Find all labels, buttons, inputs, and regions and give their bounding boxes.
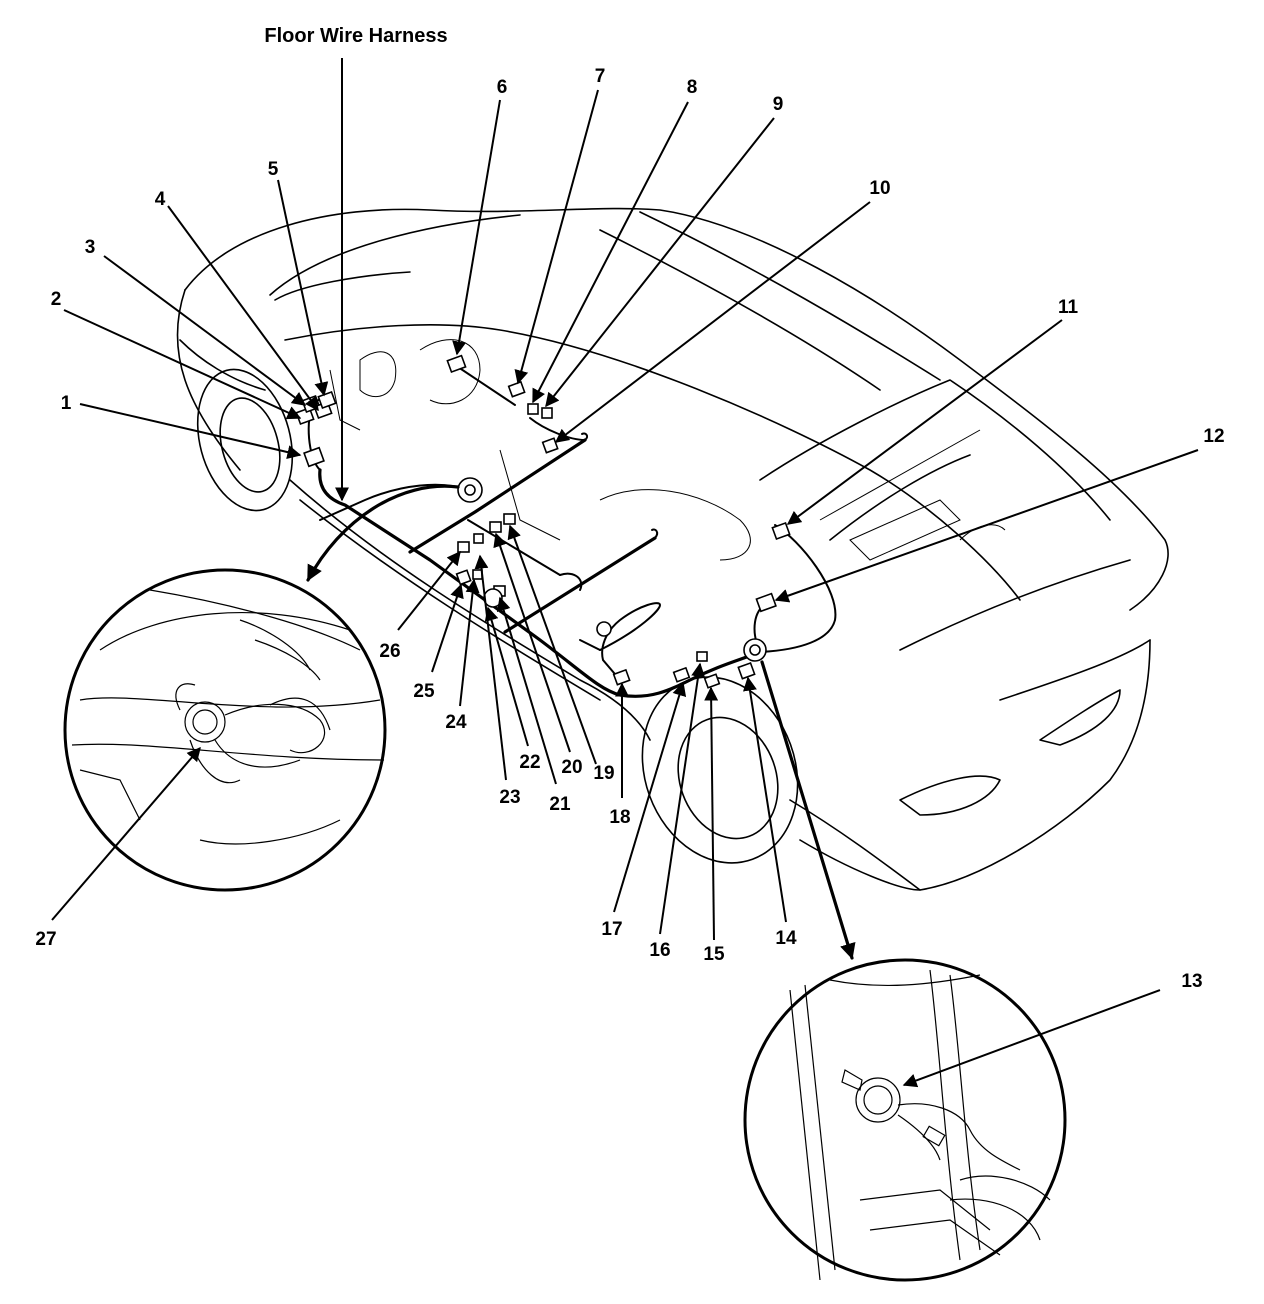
connector-8 [527,403,539,415]
connector-6 [446,354,467,374]
connector-14 [737,661,756,680]
callout-13: 13 [1181,971,1202,992]
connector-5 [317,390,337,410]
connector-16 [696,651,708,662]
callout-16: 16 [649,940,670,961]
callout-25: 25 [413,681,435,702]
callout-7: 7 [595,66,606,87]
connector-17 [672,666,691,683]
connector-19 [503,513,516,525]
callout-4: 4 [155,189,166,210]
connector-24 [472,569,483,580]
callout-21: 21 [549,794,571,815]
connector-22 [483,588,503,608]
callout-24: 24 [445,712,467,733]
connector-7 [507,380,526,398]
diagram-title: Floor Wire Harness [264,25,447,47]
detail-view-right [743,958,1067,1282]
connector-10 [541,437,559,454]
callout-3: 3 [85,237,96,258]
callout-22: 22 [519,752,540,773]
connector-11 [771,521,791,541]
callout-20: 20 [561,757,582,778]
callout-10: 10 [869,178,890,199]
callout-6: 6 [497,77,508,98]
connector-20 [489,521,502,533]
callout-17: 17 [601,919,622,940]
callout-2: 2 [51,289,62,310]
connector-15 [703,673,721,689]
connector-18 [612,668,631,686]
leader-lines [51,58,1199,1088]
grommet-13-inner [749,644,761,656]
callout-8: 8 [687,77,698,98]
callout-26: 26 [379,641,400,662]
callout-23: 23 [499,787,520,808]
connectors [295,354,791,689]
callout-9: 9 [773,94,784,115]
grommet-27-inner [464,484,476,496]
callout-18: 18 [609,807,630,828]
connector-26 [457,541,470,553]
connector-1 [303,446,325,468]
connector-9 [541,407,553,419]
callout-labels: 1 2 3 4 5 6 7 8 9 10 11 12 13 14 15 16 1… [35,66,1224,992]
inline-connector [596,621,612,637]
callout-5: 5 [268,159,279,180]
connector-12 [755,592,777,613]
callout-11: 11 [1058,297,1079,318]
callout-15: 15 [703,944,725,965]
callout-14: 14 [775,928,797,949]
car-body [176,207,1169,891]
callout-27: 27 [35,929,56,950]
callout-1: 1 [61,393,72,414]
callout-12: 12 [1203,426,1224,447]
detail-view-left [63,568,387,892]
connector-23 [473,533,484,544]
callout-19: 19 [593,763,614,784]
